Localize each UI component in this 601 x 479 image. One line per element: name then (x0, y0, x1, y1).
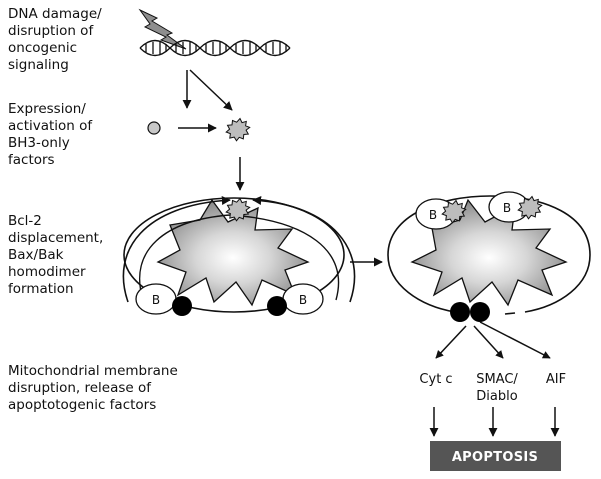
bh3-star-icon (225, 197, 251, 222)
membrane-gap (504, 312, 516, 315)
bax-bak-dot (450, 302, 470, 322)
step-line: displacement, (8, 230, 104, 246)
bh3-star-icon (517, 195, 543, 220)
mitochondrion-disrupted: B B (387, 191, 591, 322)
factor-diablo: Diablo (476, 389, 517, 404)
bcl2-label: B (429, 208, 437, 222)
step-line: signaling (8, 57, 69, 73)
arrow-bracket-left (122, 195, 231, 303)
apoptosis-bar (430, 441, 561, 471)
step-bh3-activation: Expression/ activation of BH3-only facto… (8, 101, 92, 169)
step-line: DNA damage/ (8, 6, 102, 22)
step-line: BH3-only (8, 135, 70, 151)
step-line: activation of (8, 118, 93, 134)
step-membrane-disruption: Mitochondrial membrane disruption, relea… (8, 363, 178, 414)
mitochondrion-intact: B B (122, 195, 356, 316)
step-line: factors (8, 152, 55, 168)
arrow-release-aif (479, 321, 551, 359)
bcl2-label: B (503, 201, 511, 215)
step-line: Bcl-2 (8, 213, 42, 229)
step-line: Mitochondrial membrane (8, 363, 178, 379)
factor-smac: SMAC/ (476, 372, 518, 387)
dna-helix-icon (139, 39, 291, 57)
bax-bak-dot (172, 296, 192, 316)
bh3-star-icon (441, 199, 467, 224)
factor-aif: AIF (546, 372, 566, 387)
inactive-bh3-dot (147, 121, 161, 135)
step-dna-damage: DNA damage/ disruption of oncogenic sign… (8, 6, 102, 74)
step-line: Bax/Bak (8, 247, 64, 263)
step-line: oncogenic (8, 40, 78, 56)
apoptosis-label: APOPTOSIS (452, 450, 538, 465)
active-bh3-star-icon (225, 117, 251, 142)
step-line: apoptotogenic factors (8, 397, 157, 413)
bcl2-label: B (299, 293, 307, 307)
step-line: Expression/ (8, 101, 86, 117)
arrow-dna-diagonal (189, 69, 233, 111)
bax-bak-dot (470, 302, 490, 322)
arrow-bracket-right (252, 196, 356, 303)
arrow-release-smac (473, 325, 504, 359)
step-bcl2-displacement: Bcl-2 displacement, Bax/Bak homodimer fo… (8, 213, 103, 298)
step-line: formation (8, 281, 74, 297)
arrow-release-cytc (435, 325, 467, 359)
step-line: disruption of (8, 23, 94, 39)
factor-cyt-c: Cyt c (419, 372, 452, 387)
bcl2-label: B (152, 293, 160, 307)
step-line: disruption, release of (8, 380, 152, 396)
lightning-bolt-icon (138, 8, 187, 50)
bax-bak-dot (267, 296, 287, 316)
step-line: homodimer (8, 264, 86, 280)
